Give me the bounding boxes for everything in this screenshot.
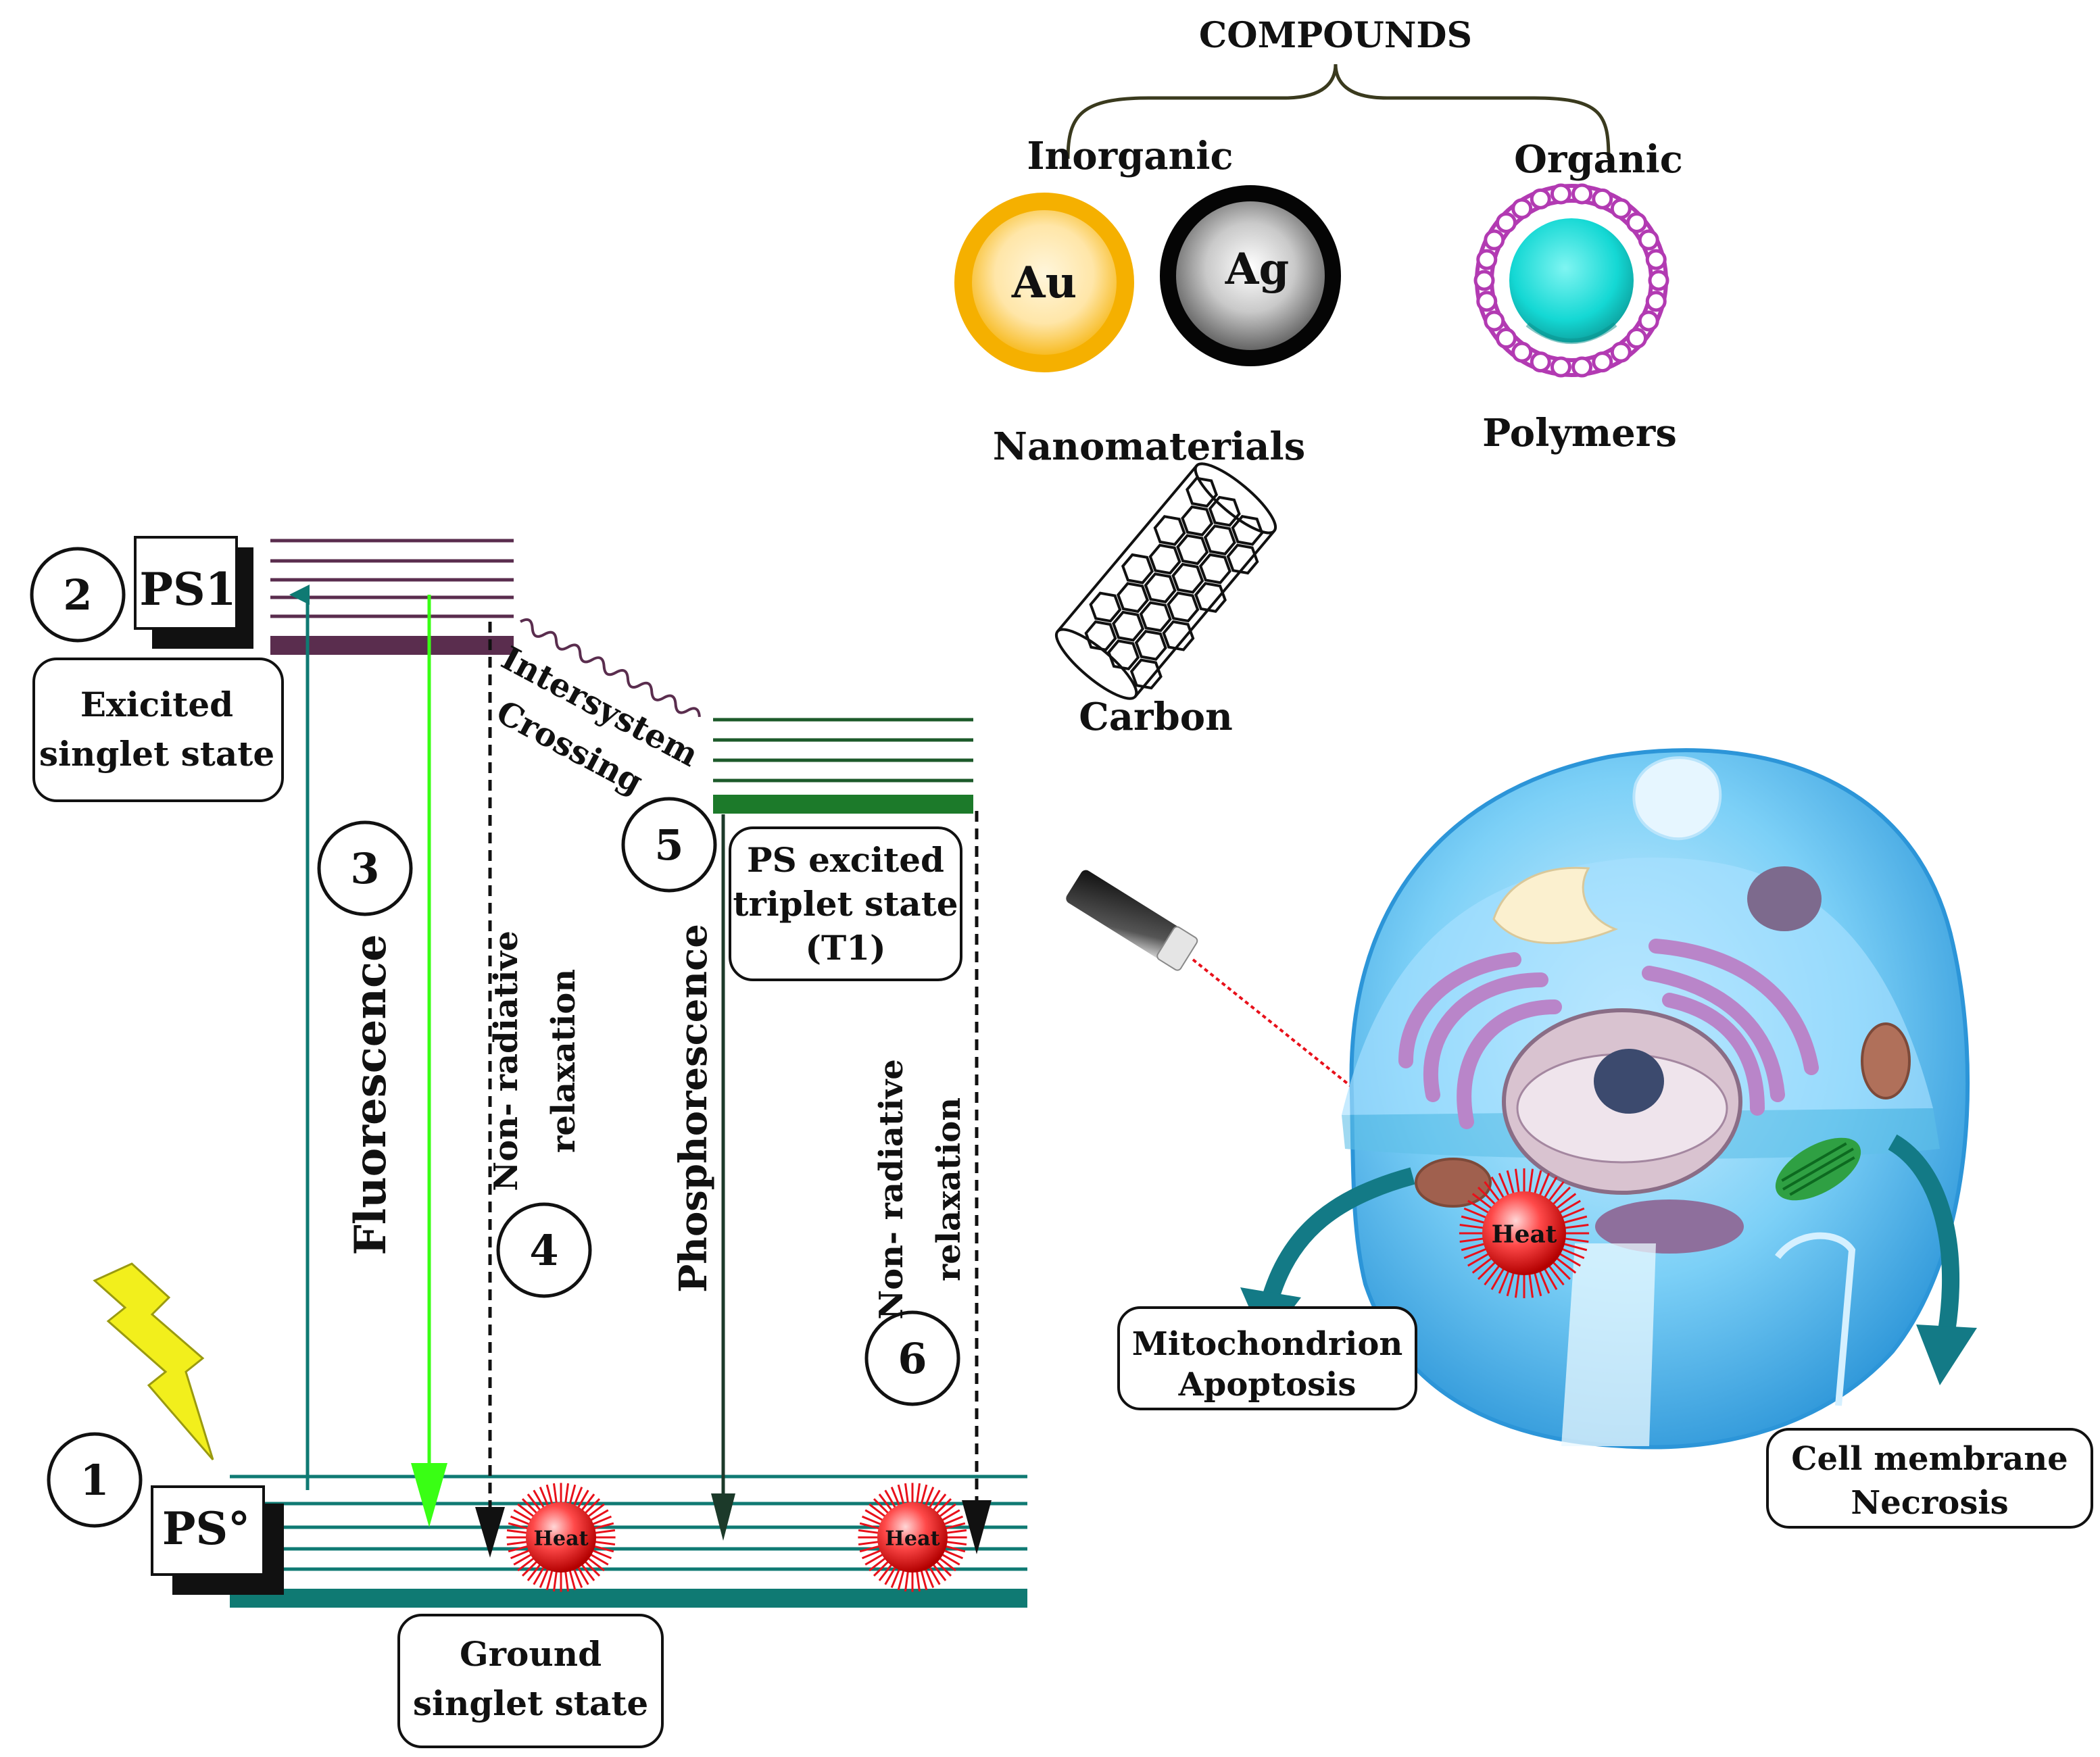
step-circle-1: 1 xyxy=(47,1432,143,1528)
carbon-label: Carbon xyxy=(1079,695,1233,739)
excited-singlet-levels xyxy=(270,539,514,655)
intersystem-crossing-wave xyxy=(520,618,701,718)
step-number-1: 1 xyxy=(80,1456,109,1505)
step-number-6: 6 xyxy=(898,1334,927,1383)
nucleolus xyxy=(1594,1049,1664,1114)
svg-text:Apoptosis: Apoptosis xyxy=(1178,1366,1357,1404)
step-number-5: 5 xyxy=(654,820,683,870)
endoplasmic-reticulum xyxy=(1398,939,1819,1129)
membrane-channel xyxy=(1775,1232,1856,1406)
heat-label: Heat xyxy=(885,1527,939,1550)
step-circle-4: 4 xyxy=(496,1202,592,1298)
gold-nanoparticle xyxy=(954,193,1134,372)
vacuole xyxy=(1492,866,1619,945)
compounds-section: COMPOUNDS Inorganic Organic Au Ag Nanoma… xyxy=(954,15,1683,739)
svg-text:Cell membrane: Cell membrane xyxy=(1791,1440,2068,1478)
step-number-3: 3 xyxy=(350,844,379,893)
compounds-title: COMPOUNDS xyxy=(1199,15,1472,56)
nonradiative-arrow-1 xyxy=(475,622,505,1558)
svg-text:Necrosis: Necrosis xyxy=(1851,1484,2008,1522)
apoptosis-arrow xyxy=(1262,1167,1415,1300)
ground-singlet-label: Ground singlet state xyxy=(397,1614,664,1748)
mitochondrion-left xyxy=(1415,1158,1492,1208)
svg-text:triplet state: triplet state xyxy=(733,884,958,924)
necrosis-arrow xyxy=(1888,1134,1960,1333)
laser-icon xyxy=(1066,870,1198,971)
step-circle-5: 5 xyxy=(621,797,717,893)
nonradiative-label-2b: relaxation xyxy=(930,1097,968,1281)
jablonski-diagram: PS1 PS° 1 2 3 4 5 6 Exicited singlet state Gr… xyxy=(30,536,1027,1748)
step-number-2: 2 xyxy=(63,570,92,620)
ps1-box: PS1 xyxy=(134,536,253,649)
heat-ball-cell: Heat xyxy=(1459,1168,1590,1299)
ps1-label: PS1 xyxy=(139,563,236,616)
step-circle-3: 3 xyxy=(317,820,413,916)
membrane-blob xyxy=(1632,756,1722,841)
triplet-levels xyxy=(713,718,973,814)
fluorescence-arrow xyxy=(411,595,447,1527)
cell-membrane-necrosis-label: Cell membrane Necrosis xyxy=(1766,1428,2093,1529)
heat-label: Heat xyxy=(533,1527,588,1550)
ps0-box: PS° xyxy=(151,1485,284,1595)
nonradiative-label-1b: relaxation xyxy=(545,969,583,1153)
nonradiative-label-1a: Non- radiative xyxy=(487,931,525,1191)
organic-label: Organic xyxy=(1514,137,1683,182)
excited-singlet-label: Exicited singlet state xyxy=(32,658,284,802)
carbon-nanotube xyxy=(1054,462,1277,700)
necrosis-arrowhead xyxy=(1916,1325,1977,1385)
green-organelle xyxy=(1775,1137,1861,1201)
svg-text:singlet state: singlet state xyxy=(39,734,274,774)
lightning-icon xyxy=(93,1262,214,1460)
cell-illustration: Heat Mitochondrion Apoptosis Cell membra… xyxy=(1066,748,2093,1529)
step-circle-6: 6 xyxy=(864,1310,960,1406)
mitochondrion-apoptosis-label: Mitochondrion Apoptosis xyxy=(1117,1306,1417,1410)
ps0-label: PS° xyxy=(162,1502,250,1555)
svg-text:(T1): (T1) xyxy=(805,928,885,968)
phosphorescence-arrow xyxy=(711,814,735,1541)
triplet-label: PS excited triplet state (T1) xyxy=(729,826,962,981)
inorganic-label: Inorganic xyxy=(1027,134,1233,178)
ag-label: Ag xyxy=(1225,244,1289,295)
laser-beam xyxy=(1192,958,1519,1221)
au-label: Au xyxy=(1011,257,1077,308)
step-circle-2: 2 xyxy=(30,547,126,643)
nanomaterials-label: Nanomaterials xyxy=(993,424,1305,469)
heat-ball-1: Heat xyxy=(506,1483,616,1592)
lower-organelle xyxy=(1595,1199,1744,1254)
polymer-nanoparticle xyxy=(1473,183,1669,378)
light-column xyxy=(1561,1243,1656,1446)
nonradiative-label-2a: Non- radiative xyxy=(873,1059,910,1320)
nonradiative-arrow-2 xyxy=(962,811,992,1554)
silver-nanoparticle xyxy=(1160,185,1341,366)
compounds-brace xyxy=(1066,64,1611,159)
svg-text:Ground: Ground xyxy=(460,1634,602,1674)
heat-label: Heat xyxy=(1492,1220,1557,1249)
phosphorescence-label: Phosphorescence xyxy=(671,924,716,1293)
polymers-label: Polymers xyxy=(1482,411,1677,455)
lysosome xyxy=(1747,866,1822,931)
svg-text:singlet state: singlet state xyxy=(413,1683,648,1723)
step-number-4: 4 xyxy=(529,1226,558,1275)
mitochondrion-right xyxy=(1861,1022,1911,1099)
svg-text:PS excited: PS excited xyxy=(747,840,944,880)
fluorescence-label: Fluorescence xyxy=(345,934,396,1255)
svg-text:Exicited: Exicited xyxy=(80,685,233,724)
heat-ball-2: Heat xyxy=(858,1483,967,1592)
svg-text:Mitochondrion: Mitochondrion xyxy=(1132,1325,1403,1363)
